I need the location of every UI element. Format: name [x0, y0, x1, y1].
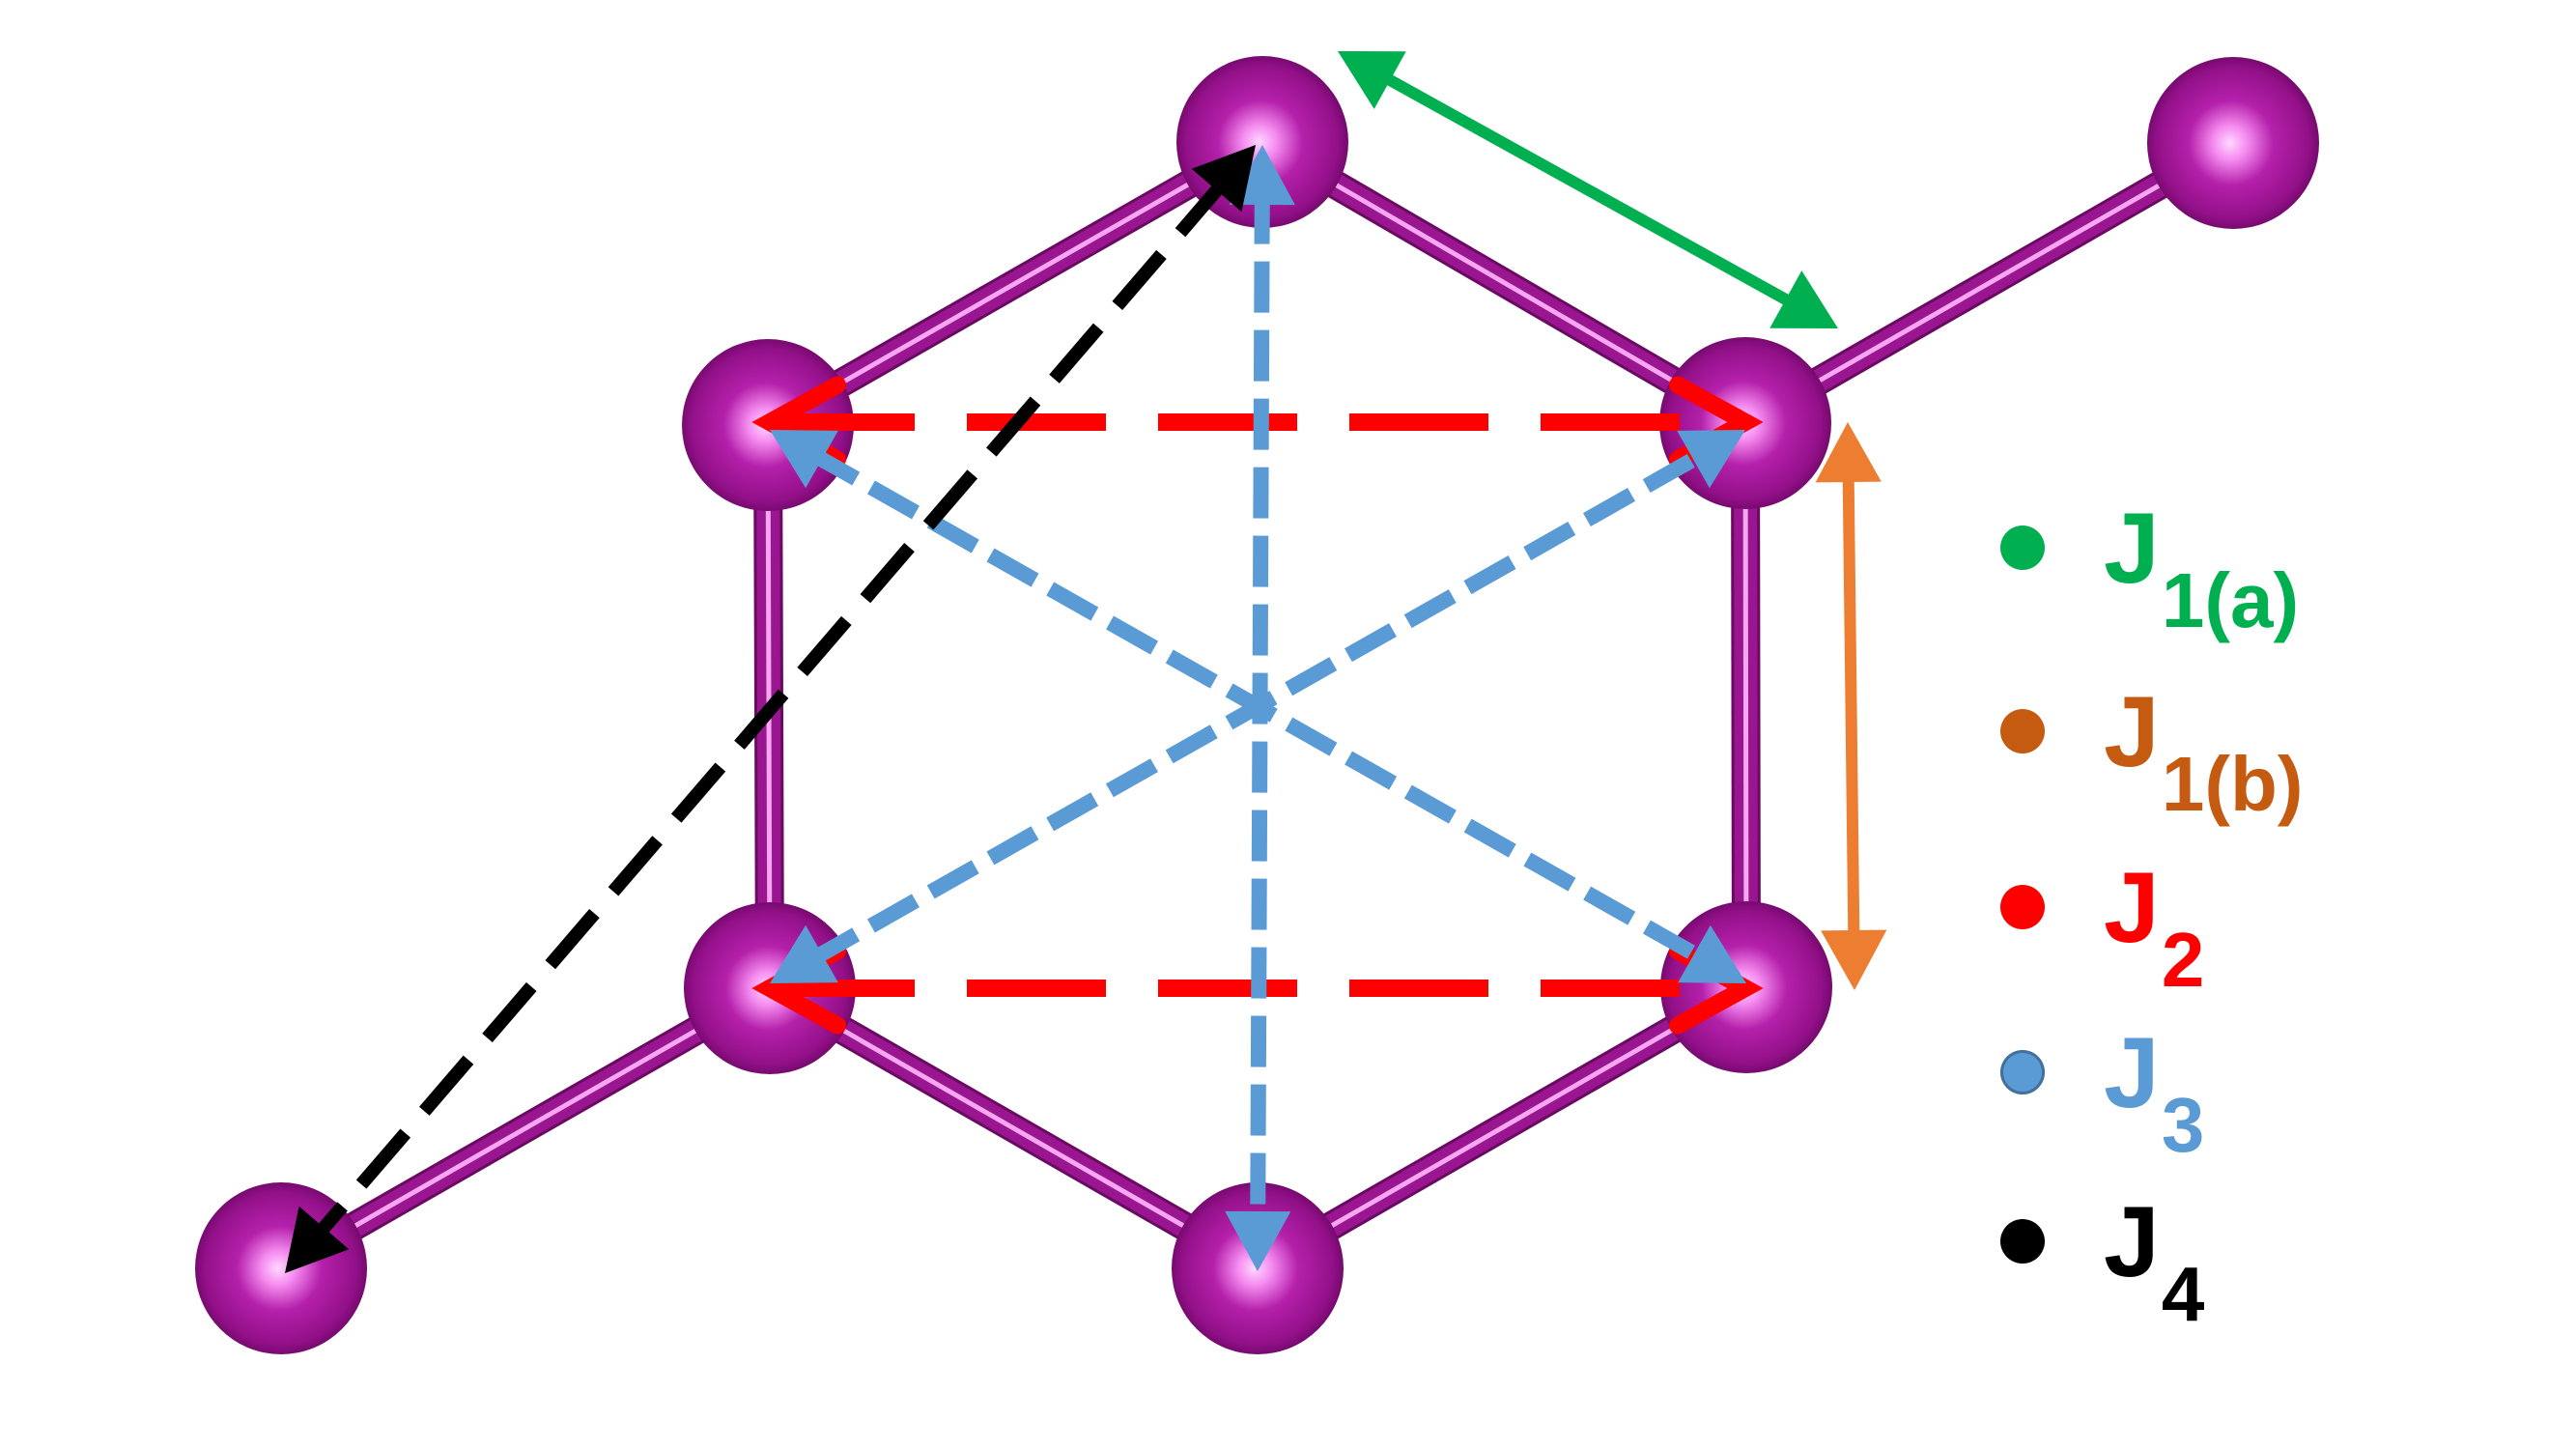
bond-upper-right-lower-right [1731, 422, 1761, 988]
bonds-layer [273, 128, 2241, 1282]
bond-lower-left-bottom [762, 975, 1265, 1282]
interaction-j3-arrows [770, 145, 1746, 1271]
bond-top-upper-right [1255, 129, 1753, 436]
bond-top-upper-left [760, 128, 1270, 439]
bond-upper-right-far-top-right [1738, 129, 2241, 437]
legend-item-j1a: J1(a) [1990, 498, 2395, 699]
legend-bullet-icon [2000, 1050, 2045, 1094]
interaction-arrows-layer [285, 51, 1887, 1273]
legend-label: J2 [2104, 858, 2204, 999]
legend-label-main: J [2104, 493, 2160, 605]
legend-bullet-icon [2000, 885, 2045, 929]
legend-label-main: J [2104, 676, 2160, 788]
legend-bullet-icon [2000, 1219, 2045, 1264]
legend-bullet-icon [2000, 526, 2045, 570]
legend-label-subscript: 1(a) [2161, 557, 2300, 643]
bond-lower-right-bottom [1250, 974, 1754, 1282]
legend-item-j3: J3 [1990, 1023, 2395, 1224]
atom-far-top-right [2147, 57, 2319, 229]
interaction-j1a-arrows [1338, 51, 1838, 328]
legend-label-main: J [2104, 852, 2160, 964]
legend-bullet-icon [2000, 709, 2045, 753]
legend-item-j2: J2 [1990, 858, 2395, 1059]
interaction-j4-arrows [285, 145, 1256, 1273]
legend-label: J3 [2104, 1023, 2204, 1164]
legend-label: J4 [2104, 1192, 2204, 1333]
legend-label-main: J [2104, 1186, 2160, 1298]
legend-label-subscript: 3 [2161, 1082, 2205, 1168]
legend-label-subscript: 1(b) [2161, 741, 2304, 827]
legend-label-subscript: 2 [2161, 917, 2205, 1003]
legend-item-j4: J4 [1990, 1192, 2395, 1393]
legend-item-j1b: J1(b) [1990, 682, 2395, 883]
interaction-j1b-arrows [1815, 422, 1887, 990]
legend-label: J1(b) [2104, 682, 2303, 823]
legend-label: J1(a) [2104, 498, 2299, 639]
legend-label-subscript: 4 [2161, 1251, 2205, 1337]
legend-label-main: J [2104, 1017, 2160, 1129]
bond-lower-left-far-bottom-left [273, 975, 778, 1282]
